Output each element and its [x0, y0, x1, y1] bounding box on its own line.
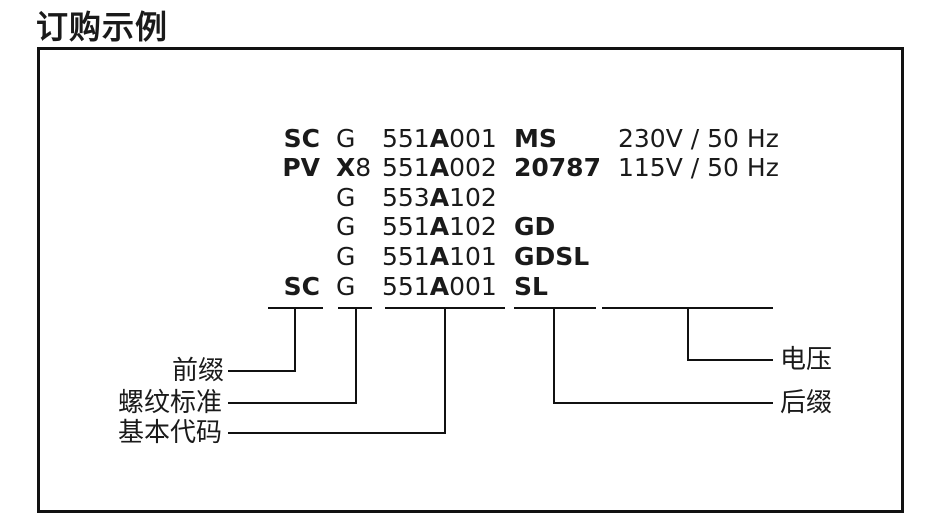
prefix-value: PV — [282, 153, 320, 182]
code-letter: A — [429, 272, 450, 301]
code-letter: A — [429, 153, 450, 182]
base-code-leader — [228, 308, 446, 434]
prefix-value: SC — [283, 272, 320, 301]
suffix-value: 20787 — [514, 153, 601, 182]
code-pre: 551 — [382, 212, 430, 241]
standard-value: G — [336, 243, 355, 271]
voltage-value: 230V / 50 Hz — [618, 124, 779, 153]
code-letter: A — [429, 242, 450, 271]
code-letter: A — [429, 183, 450, 212]
voltage-leader — [687, 308, 773, 361]
base-code-value: 553A102 — [382, 184, 497, 212]
standard-suffix: 8 — [355, 153, 372, 182]
suffix-label: 后缀 — [780, 388, 833, 418]
prefix-label: 前缀 — [172, 356, 225, 386]
standard-letter: G — [336, 124, 356, 153]
standard-value: G — [336, 184, 355, 212]
code-pre: 551 — [382, 153, 430, 182]
suffix-value: MS — [514, 124, 557, 153]
code-post: 102 — [449, 183, 497, 212]
suffix-leader — [553, 308, 773, 404]
page-title: 订购示例 — [36, 8, 169, 46]
code-post: 001 — [449, 272, 497, 301]
base-code-value: 551A102 — [382, 213, 497, 241]
prefix-leader — [228, 308, 296, 372]
standard-letter: G — [336, 212, 356, 241]
voltage-value: 115V / 50 Hz — [618, 153, 779, 182]
suffix-value: GD — [514, 212, 556, 241]
standard-value: G — [336, 125, 355, 153]
thread-standard-label: 螺纹标准 — [118, 388, 223, 418]
standard-value: X8 — [336, 154, 371, 182]
base-code-value: 551A101 — [382, 243, 497, 271]
standard-letter: G — [336, 272, 356, 301]
suffix-value: GDSL — [514, 242, 590, 271]
standard-letter: X — [336, 153, 356, 182]
code-post: 101 — [449, 242, 497, 271]
standard-value: G — [336, 213, 355, 241]
code-letter: A — [429, 124, 450, 153]
code-letter: A — [429, 212, 450, 241]
code-pre: 551 — [382, 242, 430, 271]
base-code-value: 551A001 — [382, 125, 497, 153]
prefix-value: SC — [283, 124, 320, 153]
standard-letter: G — [336, 242, 356, 271]
base-code-label: 基本代码 — [118, 418, 223, 448]
code-pre: 551 — [382, 272, 430, 301]
standard-value: G — [336, 273, 355, 301]
suffix-value: SL — [514, 272, 548, 301]
code-pre: 553 — [382, 183, 430, 212]
code-post: 002 — [449, 153, 497, 182]
base-code-value: 551A002 — [382, 154, 497, 182]
base-code-value: 551A001 — [382, 273, 497, 301]
code-post: 102 — [449, 212, 497, 241]
example-frame — [37, 47, 904, 513]
standard-leader — [228, 308, 357, 404]
code-post: 001 — [449, 124, 497, 153]
standard-letter: G — [336, 183, 356, 212]
voltage-label: 电压 — [780, 345, 833, 375]
code-pre: 551 — [382, 124, 430, 153]
